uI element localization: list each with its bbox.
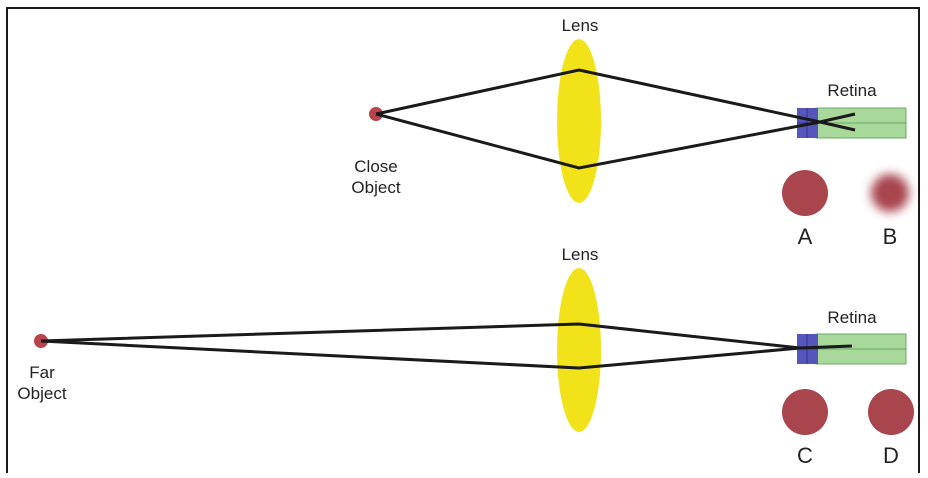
bottom-retina-label: Retina xyxy=(827,308,877,327)
close-object-label-line1: Close xyxy=(354,157,397,176)
label-c: C xyxy=(797,443,813,468)
label-a: A xyxy=(798,224,813,249)
close-object-label-line2: Object xyxy=(351,178,400,197)
blob-c xyxy=(782,389,828,435)
blob-a-sharp xyxy=(782,170,828,216)
far-object-label-line1: Far xyxy=(29,363,55,382)
bottom-ray-lower xyxy=(40,339,801,370)
top-ray-lower xyxy=(375,112,856,170)
blob-d xyxy=(868,389,914,435)
bottom-lens xyxy=(557,268,601,432)
top-ray-upper xyxy=(375,68,856,124)
top-lens xyxy=(557,39,601,203)
close-object-panel: Lens Close Object Retina A B xyxy=(351,16,909,249)
bottom-ray-upper xyxy=(40,322,853,350)
blob-b-blurred xyxy=(871,174,909,212)
top-retina-label: Retina xyxy=(827,81,877,100)
far-object-label-line2: Object xyxy=(17,384,66,403)
diagram-frame xyxy=(6,7,920,478)
far-object-panel: Lens Far Object Retina C D xyxy=(17,245,914,468)
label-d: D xyxy=(883,443,899,468)
label-b: B xyxy=(883,224,898,249)
bottom-lens-label: Lens xyxy=(562,245,599,264)
top-lens-label: Lens xyxy=(562,16,599,35)
